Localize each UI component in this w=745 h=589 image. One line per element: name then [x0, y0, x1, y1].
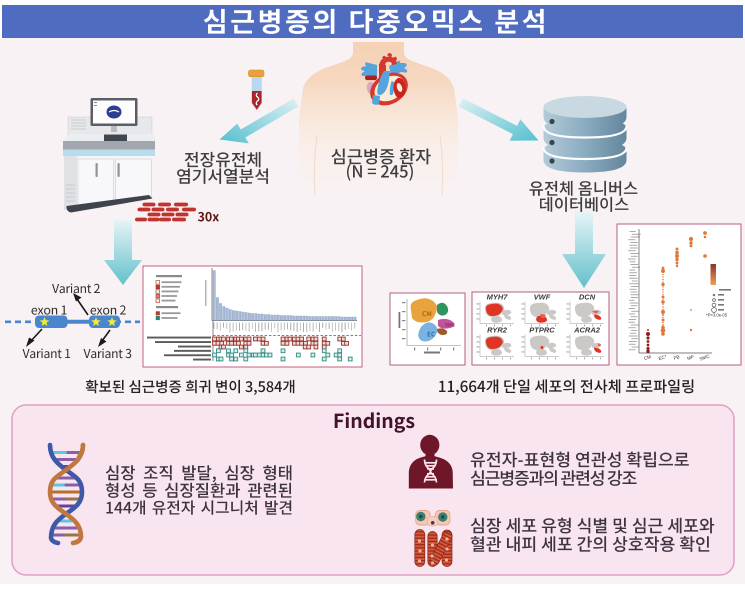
- svg-text:PTPRC: PTPRC: [529, 326, 555, 335]
- svg-text:SMC: SMC: [699, 353, 711, 361]
- svg-text:DCN: DCN: [579, 293, 596, 302]
- svg-text:CM: CM: [643, 354, 652, 361]
- svg-text:MP: MP: [686, 354, 694, 361]
- svg-text:*P<3.0e-05: *P<3.0e-05: [706, 313, 728, 318]
- svg-text:ACRA2: ACRA2: [573, 326, 601, 335]
- svg-text:MYH7: MYH7: [487, 293, 509, 302]
- svg-text:VWF: VWF: [534, 293, 551, 302]
- svg-text:EC*: EC*: [658, 354, 668, 361]
- svg-text:RYR2: RYR2: [487, 326, 508, 335]
- svg-text:FB: FB: [673, 354, 680, 361]
